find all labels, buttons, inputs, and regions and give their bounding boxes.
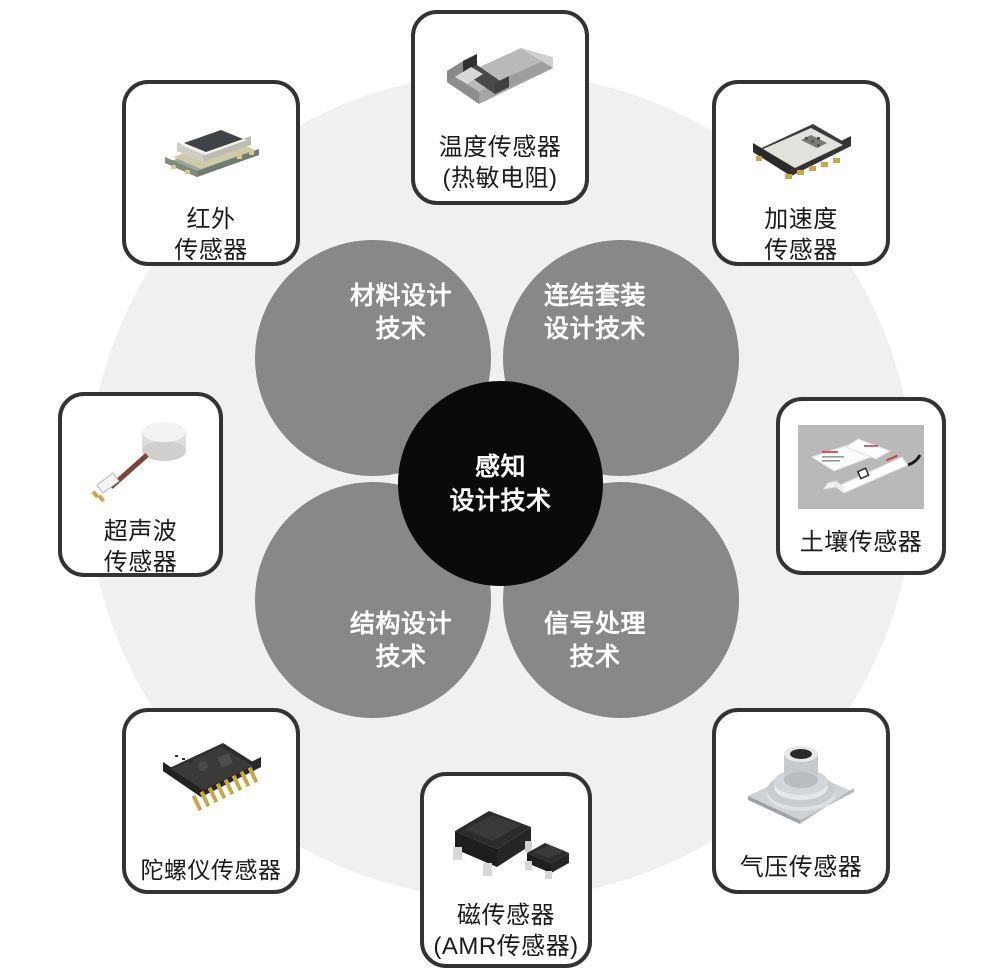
card-magnetic-sensor-line2: (AMR传感器)	[433, 933, 579, 961]
infrared-sensor-image	[126, 84, 296, 198]
card-pressure-sensor-caption: 气压传感器	[716, 852, 886, 883]
petal-material-design-line1: 材料设计	[349, 281, 452, 310]
card-magnetic-sensor[interactable]: 磁传感器 (AMR传感器)	[420, 772, 592, 968]
core-circle-sensing-design-technology[interactable]: 感知 设计技术	[398, 381, 603, 586]
card-ultrasonic-sensor-caption: 超声波 传感器	[62, 516, 219, 578]
card-soil-sensor[interactable]: 土壤传感器	[776, 397, 946, 575]
card-pressure-sensor-line1: 气压传感器	[739, 854, 863, 881]
card-accelerometer-sensor[interactable]: 加速度 传感器	[712, 80, 890, 266]
card-infrared-sensor[interactable]: 红外 传感器	[122, 80, 300, 266]
card-temperature-sensor-line2: (热敏电阻)	[442, 165, 558, 193]
card-magnetic-sensor-caption: 磁传感器 (AMR传感器)	[424, 900, 588, 962]
card-gyroscope-sensor[interactable]: 陀螺仪传感器	[122, 708, 300, 894]
card-infrared-sensor-caption: 红外 传感器	[126, 204, 296, 266]
petal-signal-processing-line1: 信号处理	[543, 609, 646, 638]
card-ultrasonic-sensor-line1: 超声波	[103, 518, 178, 545]
card-magnetic-sensor-line1: 磁传感器	[457, 902, 555, 929]
ultrasonic-sensor-image	[62, 396, 219, 514]
petal-connection-package-design-line2: 设计技术	[543, 315, 646, 343]
gyroscope-chip-image	[126, 712, 296, 838]
card-temperature-sensor[interactable]: 温度传感器 (热敏电阻)	[411, 10, 589, 205]
core-line1: 感知	[474, 452, 526, 481]
card-temperature-sensor-line1: 温度传感器	[438, 134, 562, 161]
accelerometer-chip-image	[716, 84, 886, 198]
card-soil-sensor-caption: 土壤传感器	[780, 527, 942, 558]
card-accelerometer-sensor-line2: 传感器	[764, 237, 838, 265]
card-ultrasonic-sensor-line2: 传感器	[103, 549, 178, 577]
pressure-sensor-image	[716, 712, 886, 836]
card-accelerometer-sensor-line1: 加速度	[764, 206, 838, 233]
amr-magnetic-chip-image	[424, 776, 588, 896]
card-temperature-sensor-caption: 温度传感器 (热敏电阻)	[415, 132, 585, 194]
thermistor-chip-image	[415, 14, 585, 126]
card-gyroscope-sensor-line1: 陀螺仪传感器	[140, 857, 282, 883]
card-accelerometer-sensor-caption: 加速度 传感器	[716, 204, 886, 266]
card-gyroscope-sensor-caption: 陀螺仪传感器	[126, 856, 296, 886]
petal-structural-design-line1: 结构设计	[349, 609, 452, 638]
petal-signal-processing-line2: 技术	[569, 643, 621, 671]
card-infrared-sensor-line2: 传感器	[174, 237, 248, 265]
card-soil-sensor-line1: 土壤传感器	[799, 529, 923, 556]
petal-connection-package-design-line1: 连结套装	[543, 281, 646, 310]
petal-structural-design-line2: 技术	[375, 643, 427, 671]
petal-material-design-line2: 技术	[375, 315, 427, 343]
card-pressure-sensor[interactable]: 气压传感器	[712, 708, 890, 894]
core-line2: 设计技术	[449, 486, 552, 515]
soil-sensor-image	[780, 401, 942, 519]
card-infrared-sensor-line1: 红外	[186, 206, 236, 233]
card-ultrasonic-sensor[interactable]: 超声波 传感器	[58, 392, 223, 577]
